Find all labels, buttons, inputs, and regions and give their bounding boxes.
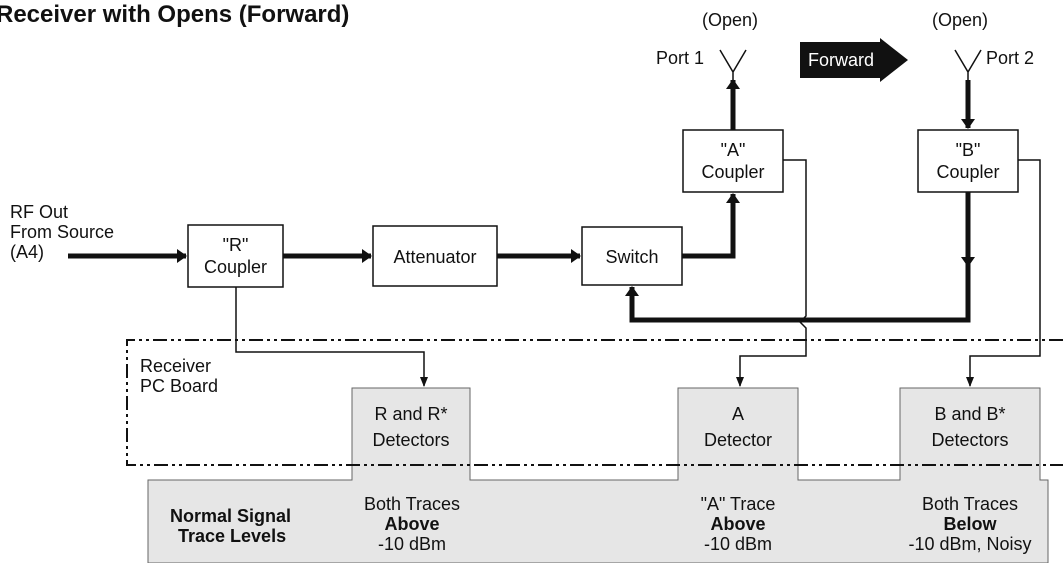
a-coupler-line2: Coupler: [701, 162, 765, 182]
switch-box: [581, 226, 683, 286]
receiver-board-outline: [126, 339, 1063, 466]
attenuator-box: [372, 225, 498, 287]
forward-label: Forward: [808, 50, 875, 70]
b-detector-line1: B and B*: [934, 404, 1006, 424]
source-line3: (A4): [10, 242, 45, 262]
r-level-line2: Above: [384, 514, 440, 534]
a-detector-line1: A: [731, 404, 744, 424]
b-level-line2: Below: [943, 514, 997, 534]
a-level-line3: -10 dBm: [703, 534, 773, 554]
b-detector-line2: Detectors: [931, 430, 1009, 450]
source-line2: From Source: [10, 222, 115, 242]
b-coupler-line1: "B": [955, 140, 981, 160]
receiver-line2: PC Board: [140, 376, 219, 396]
a-level-line1: "A" Trace: [700, 494, 776, 514]
a-detector-line: [736, 159, 807, 387]
a-coupler-line1: "A": [720, 140, 746, 160]
a-level-line2: Above: [710, 514, 766, 534]
r-coupler-box: [187, 224, 284, 288]
port2-antenna-icon: [954, 49, 982, 80]
b-detector-line: [966, 159, 1041, 387]
diagram-title: B Receiver with Opens (Forward): [0, 1, 350, 28]
port1-open-label: (Open): [702, 10, 759, 30]
port2-open-label: (Open): [932, 10, 989, 30]
attenuator-label: Attenuator: [393, 247, 477, 267]
switch-to-a-coupler-arrow: [682, 193, 740, 259]
b-level-line3: -10 dBm, Noisy: [908, 534, 1032, 554]
r-level-line3: -10 dBm: [377, 534, 447, 554]
forward-arrow-icon: [800, 38, 908, 82]
receiver-line1: Receiver: [140, 356, 212, 376]
r-level-line1: Both Traces: [363, 494, 461, 514]
a-coupler-box: [682, 129, 784, 193]
a-detector-line2: Detector: [703, 430, 773, 450]
levels-heading-line1: Normal Signal: [170, 506, 292, 526]
r-coupler-line2: Coupler: [203, 257, 268, 277]
b-level-line1: Both Traces: [921, 494, 1019, 514]
port1-antenna-icon: [719, 49, 747, 80]
r-coupler-line1: "R": [222, 235, 249, 255]
trace-level-panel: [147, 387, 1049, 563]
r-detector-line1: R and R*: [374, 404, 448, 424]
r-detector-line: [235, 287, 428, 387]
levels-heading-line2: Trace Levels: [178, 526, 287, 546]
r-detector-line2: Detectors: [372, 430, 450, 450]
b-coupler-line2: Coupler: [936, 162, 1000, 182]
port2-label: Port 2: [986, 48, 1035, 68]
source-line1: RF Out: [10, 202, 69, 222]
port1-label: Port 1: [656, 48, 705, 68]
switch-label: Switch: [605, 247, 659, 267]
